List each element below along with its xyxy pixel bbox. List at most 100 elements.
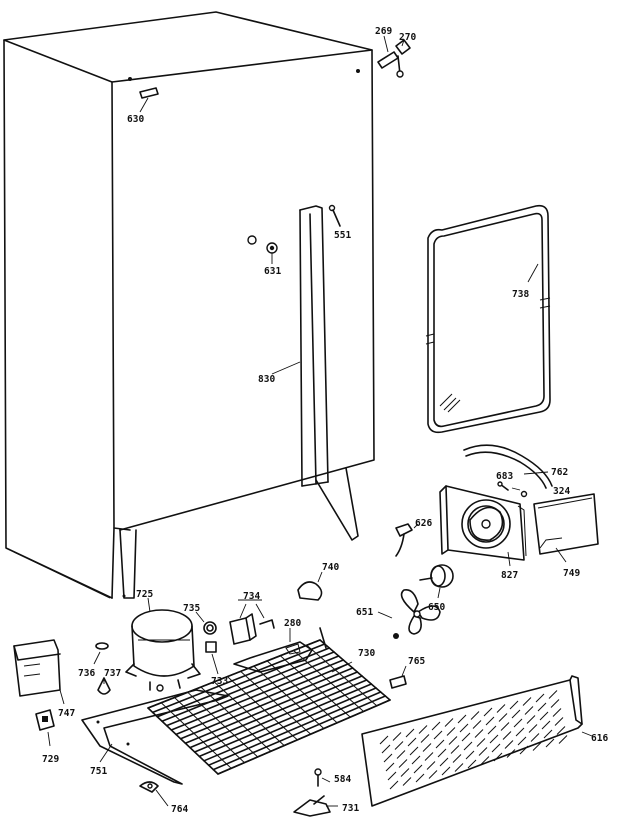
grille-slot bbox=[441, 766, 451, 776]
part-737-foot bbox=[97, 677, 111, 695]
coil-wire bbox=[213, 681, 285, 746]
coil-tube bbox=[175, 663, 349, 736]
grille-slot bbox=[405, 728, 415, 738]
grille-slot bbox=[409, 746, 419, 756]
grille-slot bbox=[532, 742, 542, 751]
label-740: 740 bbox=[322, 562, 339, 573]
grille-slot bbox=[522, 697, 532, 706]
grille-slot bbox=[528, 724, 538, 733]
grille-slot bbox=[548, 690, 558, 699]
grille-slot bbox=[537, 702, 547, 712]
label-631: 631 bbox=[264, 266, 281, 277]
label-651: 651 bbox=[356, 607, 373, 618]
part-731-clip bbox=[293, 795, 331, 817]
grille-slot bbox=[402, 777, 412, 786]
grille-slot bbox=[526, 715, 536, 724]
part-650-fan-motor bbox=[419, 564, 454, 599]
label-616: 616 bbox=[591, 733, 608, 744]
grille-slot bbox=[446, 727, 456, 736]
grille-slot bbox=[472, 720, 482, 729]
label-630: 630 bbox=[127, 114, 144, 125]
label-749: 749 bbox=[563, 568, 580, 579]
label-751: 751 bbox=[90, 766, 107, 777]
label-830: 830 bbox=[258, 374, 275, 385]
grille-slot bbox=[535, 693, 545, 703]
grille-slot bbox=[428, 770, 438, 779]
part-631-plug bbox=[247, 235, 278, 264]
grille-slot bbox=[389, 780, 399, 790]
grille-slot bbox=[513, 718, 523, 728]
grille-slot bbox=[517, 736, 527, 746]
label-736: 736 bbox=[78, 668, 95, 679]
grille-slot bbox=[444, 718, 454, 727]
grille-slot bbox=[489, 734, 499, 744]
coil-wire bbox=[279, 655, 351, 718]
grille-slot bbox=[485, 716, 495, 726]
grille-slot bbox=[452, 754, 462, 763]
grille-slot bbox=[459, 723, 469, 733]
grille-slot bbox=[385, 762, 395, 772]
grille-slot bbox=[515, 727, 525, 737]
grille-slot bbox=[424, 752, 434, 761]
part-740-clip bbox=[297, 571, 323, 601]
grille-slot bbox=[465, 750, 475, 760]
label-737: 737 bbox=[104, 668, 121, 679]
grille-slot bbox=[387, 771, 397, 781]
grille-slot bbox=[545, 738, 555, 748]
coil-wire bbox=[160, 702, 232, 769]
coil-tube bbox=[161, 651, 335, 722]
label-626: 626 bbox=[415, 518, 432, 529]
part-764-clip bbox=[139, 781, 159, 793]
coil-tube bbox=[193, 679, 368, 753]
grille-slot bbox=[558, 735, 568, 744]
coil-tube bbox=[156, 647, 331, 718]
grille-slot bbox=[509, 700, 519, 710]
coil-tube bbox=[189, 675, 363, 749]
grille-slot bbox=[478, 747, 488, 756]
label-733: 733 bbox=[211, 676, 228, 687]
part-765-clip bbox=[389, 665, 407, 689]
label-270: 270 bbox=[399, 32, 416, 43]
coil-wire bbox=[200, 686, 272, 752]
grille-slot bbox=[396, 750, 406, 759]
part-551-screw bbox=[328, 204, 341, 227]
grille-slot bbox=[539, 711, 549, 721]
part-729-connector bbox=[35, 709, 55, 747]
grille-slot bbox=[480, 756, 490, 765]
label-827: 827 bbox=[501, 570, 518, 581]
grille-slot bbox=[500, 722, 510, 731]
part-747-bracket bbox=[13, 639, 65, 705]
coil-wire bbox=[319, 639, 391, 701]
coil-tube bbox=[151, 643, 326, 714]
coil-tube bbox=[170, 659, 345, 731]
label-269: 269 bbox=[375, 26, 392, 37]
grille-slot bbox=[487, 725, 497, 735]
grille-slot bbox=[496, 704, 506, 713]
grille-slot bbox=[426, 761, 436, 770]
coil-tube bbox=[207, 691, 382, 766]
grille-slot bbox=[504, 740, 514, 749]
label-762: 762 bbox=[551, 467, 568, 478]
label-734: 734 bbox=[243, 591, 260, 602]
grille-slot bbox=[394, 741, 404, 750]
grille-slot bbox=[524, 706, 534, 715]
grille-slot bbox=[398, 759, 408, 768]
grille-slot bbox=[461, 732, 471, 742]
grille-slot bbox=[400, 768, 410, 777]
coil-wire bbox=[293, 650, 364, 712]
grille-slot bbox=[457, 714, 467, 724]
grille-slot bbox=[415, 773, 425, 783]
part-626-harness bbox=[395, 523, 419, 557]
coil-wire bbox=[187, 691, 259, 758]
grille-slot bbox=[435, 739, 445, 749]
coil-tube bbox=[165, 655, 340, 727]
part-616-grille bbox=[361, 675, 593, 807]
grille-slot bbox=[439, 757, 449, 767]
part-738-gasket bbox=[425, 204, 551, 434]
grille-slot bbox=[519, 745, 529, 755]
coil-tube bbox=[203, 687, 377, 762]
label-leaders bbox=[103, 680, 338, 807]
grille-slot bbox=[418, 725, 428, 734]
